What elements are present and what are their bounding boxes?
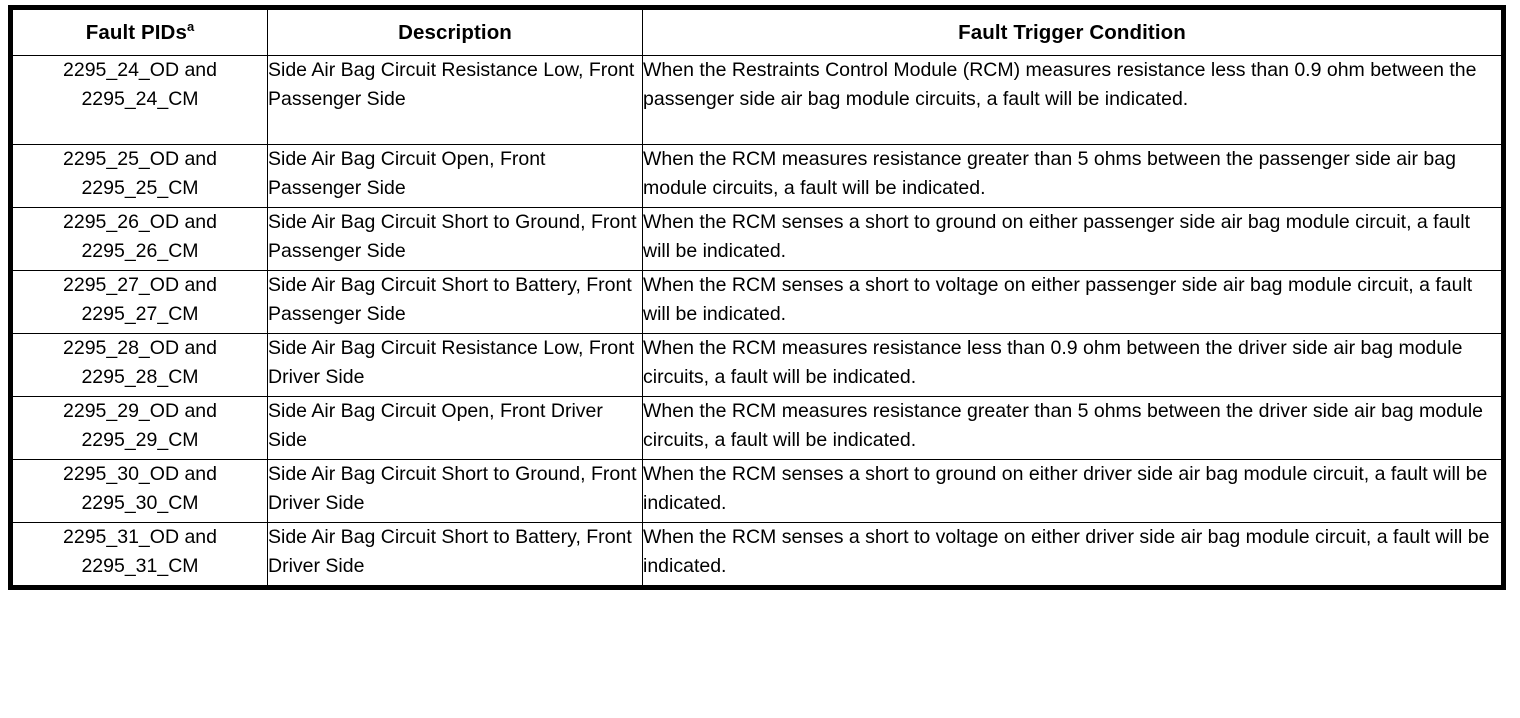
cell-description: Side Air Bag Circuit Short to Battery, F… [267,522,643,586]
fault-pid-line-2: 2295_28_CM [81,366,199,388]
column-header-fault-pids: Fault PIDsa [12,9,268,56]
cell-description: Side Air Bag Circuit Short to Battery, F… [267,270,643,334]
table-row: 2295_29_OD and 2295_29_CM Side Air Bag C… [12,396,1502,460]
table-header: Fault PIDsa Description Fault Trigger Co… [12,9,1502,56]
fault-pid-line-1: 2295_31_OD and [63,526,217,548]
table-header-row: Fault PIDsa Description Fault Trigger Co… [12,9,1502,56]
cell-description: Side Air Bag Circuit Open, Front Driver … [267,396,643,460]
fault-pid-table-container: Fault PIDsa Description Fault Trigger Co… [8,5,1506,590]
fault-pid-line-1: 2295_28_OD and [63,337,217,359]
column-header-fault-trigger-condition-label: Fault Trigger Condition [958,20,1186,44]
fault-pid-line-1: 2295_30_OD and [63,463,217,485]
cell-fault-trigger-condition: When the RCM senses a short to ground on… [642,207,1502,271]
table-row: 2295_27_OD and 2295_27_CM Side Air Bag C… [12,270,1502,334]
cell-description: Side Air Bag Circuit Resistance Low, Fro… [267,333,643,397]
description-text: Side Air Bag Circuit Short to Ground, Fr… [268,211,637,262]
column-header-fault-trigger-condition: Fault Trigger Condition [642,9,1502,56]
fault-pid-table: Fault PIDsa Description Fault Trigger Co… [12,9,1502,586]
cell-fault-trigger-condition: When the RCM measures resistance less th… [642,333,1502,397]
description-text: Side Air Bag Circuit Resistance Low, Fro… [268,337,635,388]
fault-pid-line-1: 2295_27_OD and [63,274,217,296]
cell-fault-pids: 2295_24_OD and 2295_24_CM [12,55,268,145]
cell-fault-pids: 2295_29_OD and 2295_29_CM [12,396,268,460]
cell-fault-trigger-condition: When the RCM senses a short to voltage o… [642,270,1502,334]
table-body: 2295_24_OD and 2295_24_CM Side Air Bag C… [12,55,1502,586]
fault-pid-line-1: 2295_24_OD and [63,59,217,81]
column-header-fault-pids-label: Fault PIDs [85,20,187,44]
column-header-description: Description [267,9,643,56]
fault-pid-line-2: 2295_27_CM [81,303,199,325]
condition-text: When the RCM measures resistance greater… [643,400,1484,451]
description-text: Side Air Bag Circuit Short to Battery, F… [268,274,632,325]
cell-fault-pids: 2295_27_OD and 2295_27_CM [12,270,268,334]
fault-pid-line-2: 2295_31_CM [81,555,199,577]
cell-fault-pids: 2295_30_OD and 2295_30_CM [12,459,268,523]
condition-text: When the RCM measures resistance greater… [643,148,1456,199]
condition-text: When the RCM measures resistance less th… [643,337,1463,388]
condition-text: When the RCM senses a short to ground on… [643,463,1488,514]
column-header-fault-pids-superscript: a [186,18,195,34]
fault-pid-line-1: 2295_25_OD and [63,148,217,170]
fault-pid-line-1: 2295_26_OD and [63,211,217,233]
table-row: 2295_28_OD and 2295_28_CM Side Air Bag C… [12,333,1502,397]
condition-text: When the Restraints Control Module (RCM)… [643,59,1477,110]
description-text: Side Air Bag Circuit Open, Front Driver … [268,400,603,451]
cell-description: Side Air Bag Circuit Short to Ground, Fr… [267,459,643,523]
cell-fault-trigger-condition: When the RCM measures resistance greater… [642,396,1502,460]
cell-fault-pids: 2295_31_OD and 2295_31_CM [12,522,268,586]
table-row: 2295_26_OD and 2295_26_CM Side Air Bag C… [12,207,1502,271]
condition-text: When the RCM senses a short to ground on… [643,211,1471,262]
fault-pid-line-2: 2295_25_CM [81,177,199,199]
table-row: 2295_25_OD and 2295_25_CM Side Air Bag C… [12,144,1502,208]
cell-description: Side Air Bag Circuit Short to Ground, Fr… [267,207,643,271]
cell-fault-trigger-condition: When the RCM measures resistance greater… [642,144,1502,208]
table-row: 2295_30_OD and 2295_30_CM Side Air Bag C… [12,459,1502,523]
description-text: Side Air Bag Circuit Open, Front Passeng… [268,148,546,199]
table-row: 2295_24_OD and 2295_24_CM Side Air Bag C… [12,55,1502,145]
cell-fault-pids: 2295_25_OD and 2295_25_CM [12,144,268,208]
fault-pid-line-1: 2295_29_OD and [63,400,217,422]
cell-description: Side Air Bag Circuit Open, Front Passeng… [267,144,643,208]
cell-fault-trigger-condition: When the RCM senses a short to ground on… [642,459,1502,523]
cell-fault-trigger-condition: When the Restraints Control Module (RCM)… [642,55,1502,145]
cell-fault-trigger-condition: When the RCM senses a short to voltage o… [642,522,1502,586]
cell-fault-pids: 2295_26_OD and 2295_26_CM [12,207,268,271]
column-header-description-label: Description [398,20,512,44]
cell-description: Side Air Bag Circuit Resistance Low, Fro… [267,55,643,145]
fault-pid-line-2: 2295_24_CM [81,88,199,110]
table-row: 2295_31_OD and 2295_31_CM Side Air Bag C… [12,522,1502,586]
fault-pid-line-2: 2295_26_CM [81,240,199,262]
description-text: Side Air Bag Circuit Resistance Low, Fro… [268,59,635,110]
condition-text: When the RCM senses a short to voltage o… [643,274,1473,325]
cell-fault-pids: 2295_28_OD and 2295_28_CM [12,333,268,397]
description-text: Side Air Bag Circuit Short to Battery, F… [268,526,632,577]
fault-pid-line-2: 2295_29_CM [81,429,199,451]
fault-pid-line-2: 2295_30_CM [81,492,199,514]
description-text: Side Air Bag Circuit Short to Ground, Fr… [268,463,637,514]
condition-text: When the RCM senses a short to voltage o… [643,526,1490,577]
